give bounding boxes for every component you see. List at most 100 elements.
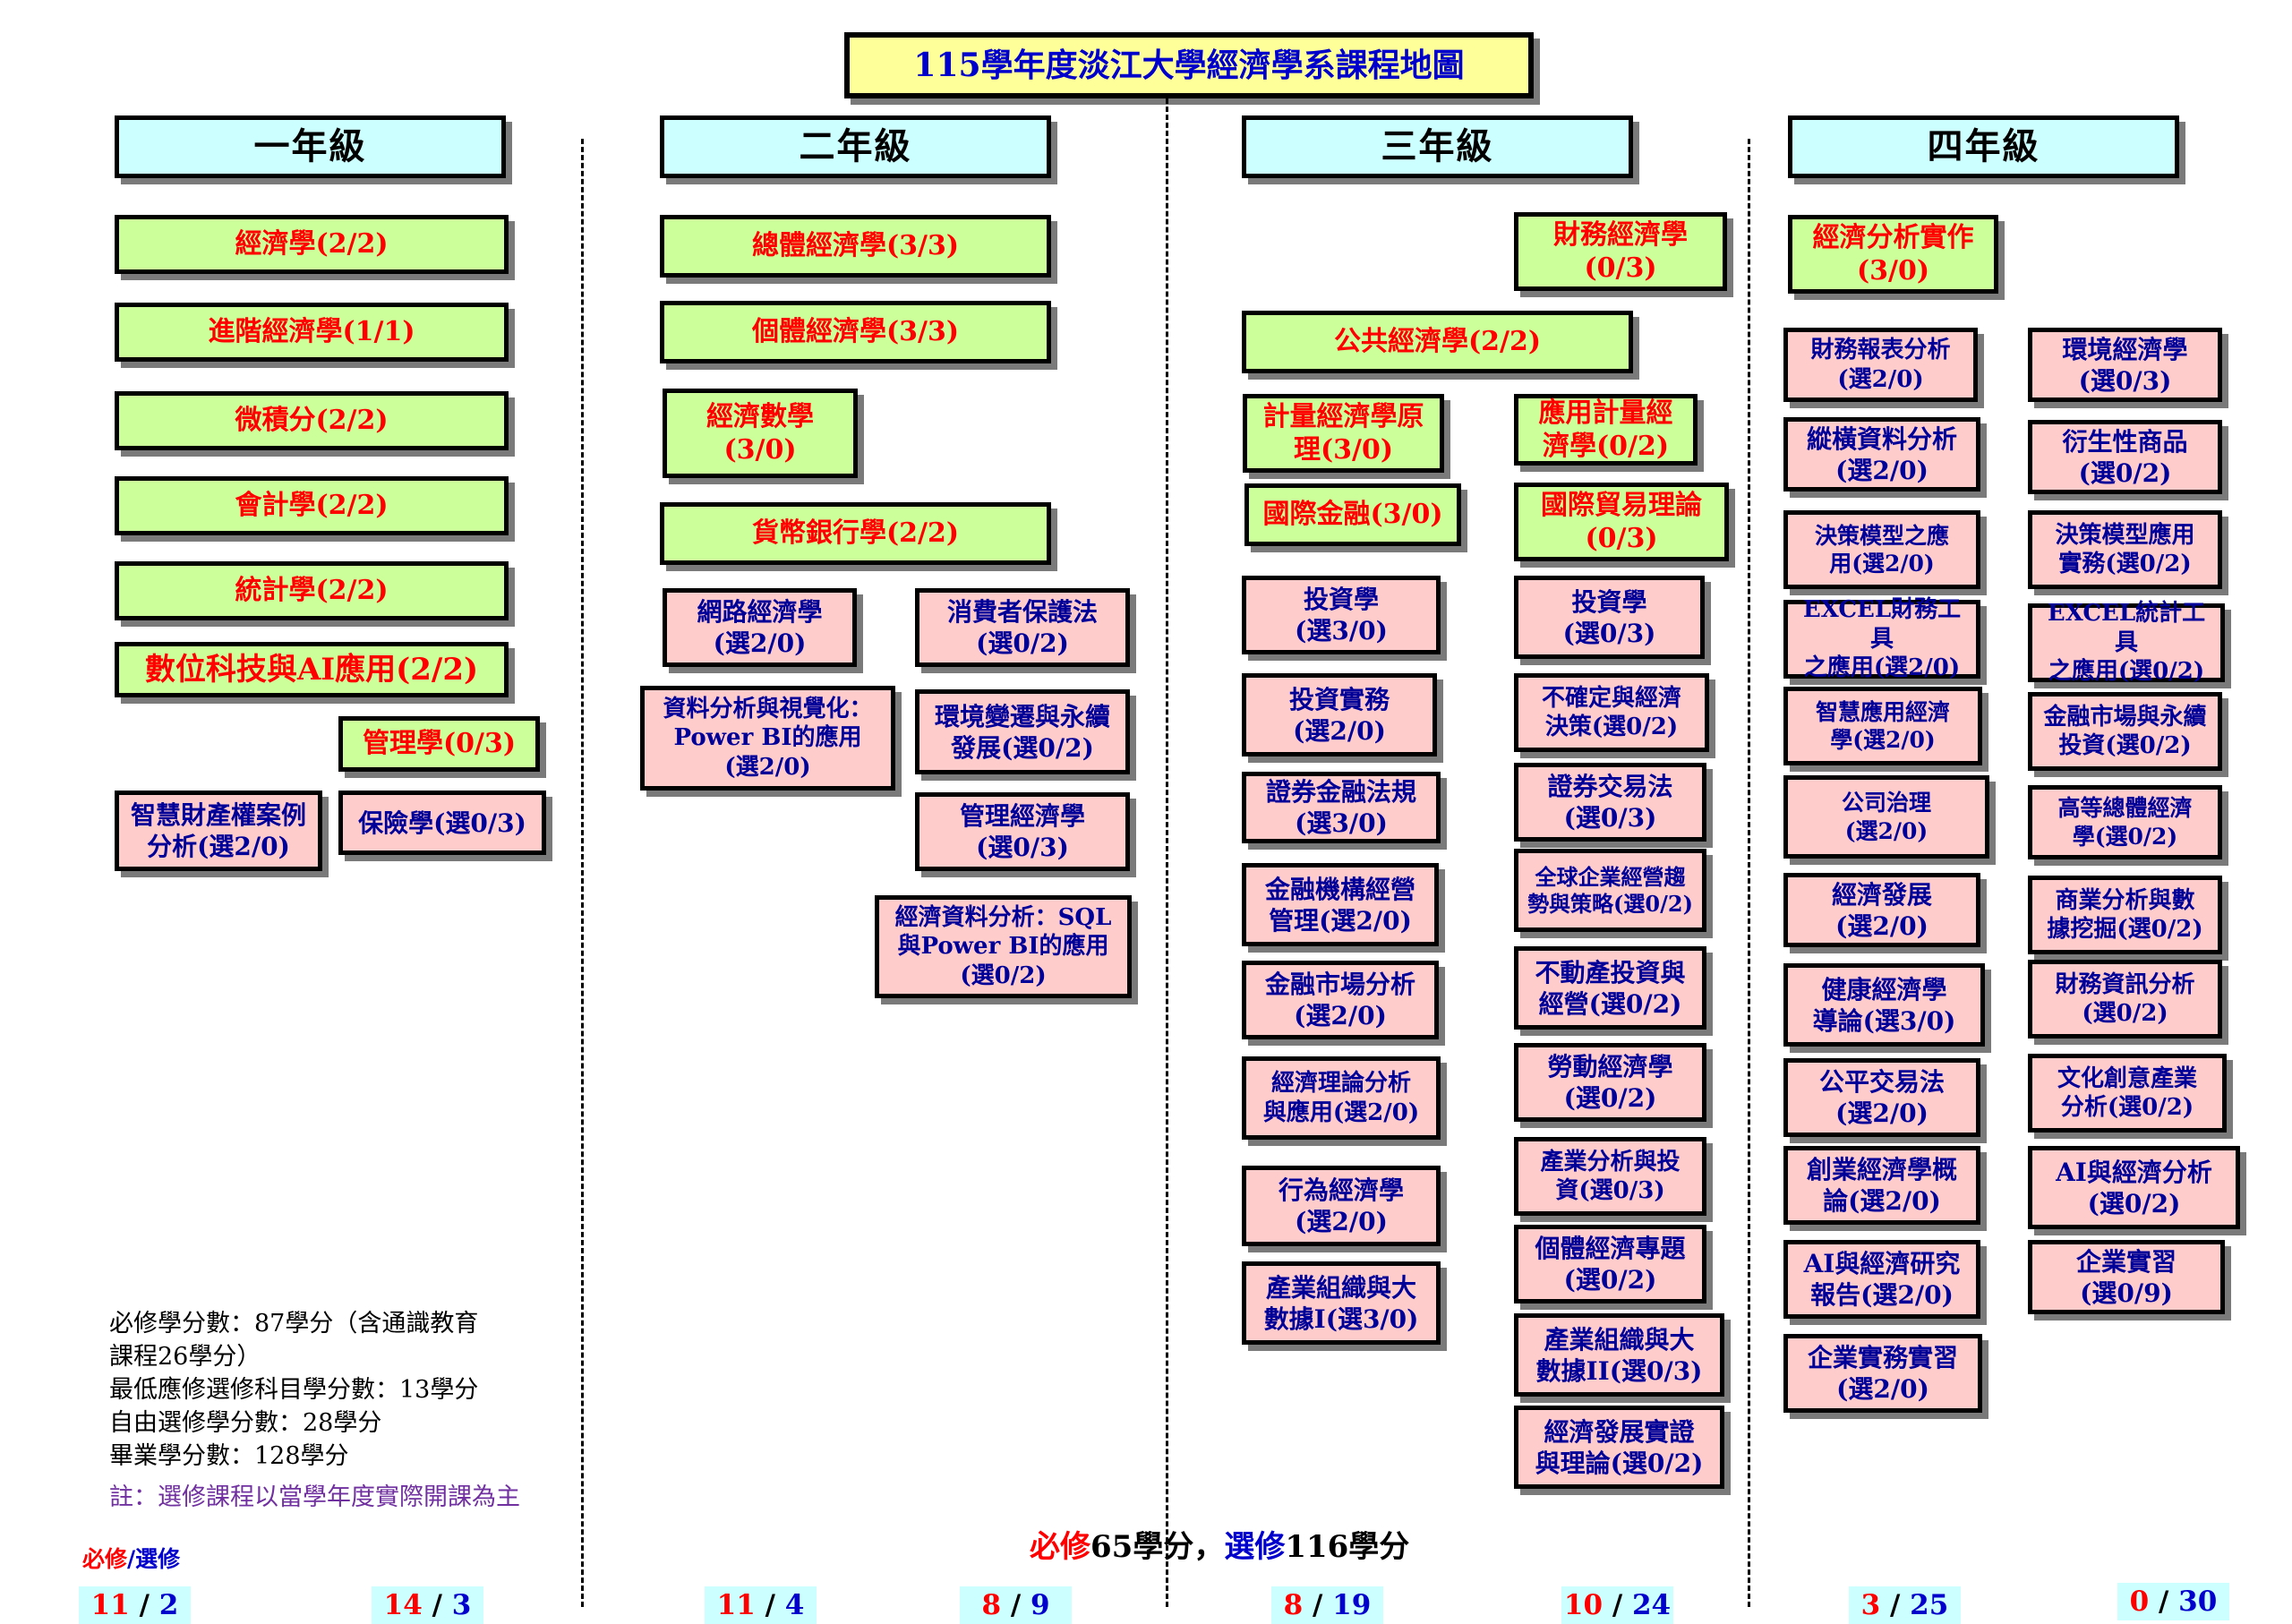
summary-required-label: 必修 bbox=[1030, 1529, 1090, 1565]
course-g3-behavioral: 行為經濟學 (選2/0) bbox=[1242, 1166, 1441, 1246]
course-g3-intl-trade: 國際貿易理論 (0/3) bbox=[1514, 483, 1729, 561]
tally-required: 8 bbox=[1283, 1589, 1304, 1621]
course-g3-real-estate: 不動產投資與 經營(選0/2) bbox=[1514, 946, 1706, 1030]
semester-tally: 14 / 3 bbox=[372, 1586, 483, 1624]
course-g3-econ-theory: 經濟理論分析 與應用(選2/0) bbox=[1242, 1056, 1441, 1140]
note-line: 自由選修學分數：28學分 bbox=[109, 1409, 382, 1437]
course-g3-invest-a: 投資學 (選3/0) bbox=[1242, 576, 1441, 654]
course-g3-micro-topics: 個體經濟專題 (選0/2) bbox=[1514, 1225, 1706, 1303]
legend-required: 必修 bbox=[82, 1546, 128, 1572]
course-g1-statistics: 統計學(2/2) bbox=[115, 561, 509, 620]
course-g1-smart-ip: 智慧財產權案例 分析(選2/0) bbox=[115, 791, 322, 871]
tally-required: 11 bbox=[716, 1589, 756, 1621]
tally-required: 10 bbox=[1563, 1589, 1604, 1621]
course-g4-internship-a: 企業實務實習 (選2/0) bbox=[1783, 1334, 1982, 1413]
legend-separator: / bbox=[127, 1546, 136, 1572]
course-g4-fin-info: 財務資訊分析 (選0/2) bbox=[2028, 960, 2222, 1039]
course-g4-development: 經濟發展 (選2/0) bbox=[1783, 873, 1980, 947]
course-g3-global-strategy: 全球企業經營趨 勢與策略(選0/2) bbox=[1514, 849, 1706, 932]
course-g3-io-bigdata-2: 產業組織與大 數據II(選0/3) bbox=[1514, 1313, 1724, 1397]
tally-required: 14 bbox=[383, 1589, 423, 1621]
column-divider-1 bbox=[581, 139, 584, 1607]
grade-header-3: 三年級 bbox=[1242, 115, 1633, 178]
course-g4-internship-b: 企業實習 (選0/9) bbox=[2028, 1240, 2225, 1314]
course-g4-decision-model: 決策模型之應 用(選2/0) bbox=[1783, 510, 1980, 589]
course-g3-public-econ: 公共經濟學(2/2) bbox=[1242, 311, 1633, 373]
note-line: 課程26學分） bbox=[109, 1343, 261, 1371]
credit-requirements: 必修學分數：87學分（含通識教育 課程26學分） 最低應修選修科目學分數：13學… bbox=[109, 1307, 478, 1473]
tally-required: 0 bbox=[2129, 1586, 2150, 1618]
course-g1-insurance: 保險學(選0/3) bbox=[338, 791, 546, 855]
course-g4-governance: 公司治理 (選2/0) bbox=[1783, 775, 1989, 859]
course-g4-derivatives: 衍生性商品 (選0/2) bbox=[2028, 420, 2222, 494]
grade-header-2: 二年級 bbox=[660, 115, 1051, 178]
course-g4-sustain-invest: 金融市場與永續 投資(選0/2) bbox=[2028, 692, 2222, 771]
course-g4-fair-trade: 公平交易法 (選2/0) bbox=[1783, 1058, 1980, 1137]
course-g3-applied-econometrics: 應用計量經 濟學(0/2) bbox=[1514, 394, 1698, 466]
tally-elective: 30 bbox=[2178, 1586, 2218, 1618]
course-g3-intl-finance: 國際金融(3/0) bbox=[1244, 483, 1461, 546]
legend-elective: 選修 bbox=[135, 1546, 181, 1572]
column-divider-2 bbox=[1166, 98, 1168, 1607]
semester-tally: 10 / 24 bbox=[1561, 1586, 1673, 1624]
course-g2-powerbi: 資料分析與視覺化： Power BI的應用 (選2/0) bbox=[640, 686, 895, 791]
course-g1-accounting: 會計學(2/2) bbox=[115, 476, 509, 535]
course-g3-econometrics: 計量經濟學原 理(3/0) bbox=[1243, 394, 1444, 473]
tally-elective: 3 bbox=[451, 1589, 472, 1621]
course-g1-adv-econ: 進階經濟學(1/1) bbox=[115, 303, 509, 362]
course-g3-labor: 勞動經濟學 (選0/2) bbox=[1514, 1043, 1706, 1122]
course-g3-dev-empirics: 經濟發展實證 與理論(選0/2) bbox=[1514, 1406, 1724, 1489]
course-g3-securities-law: 證券交易法 (選0/3) bbox=[1514, 763, 1706, 842]
course-g2-micro: 個體經濟學(3/3) bbox=[660, 301, 1051, 363]
course-g4-panel: 縱橫資料分析 (選2/0) bbox=[1783, 417, 1980, 491]
course-g4-fin-statement: 財務報表分析 (選2/0) bbox=[1783, 328, 1978, 402]
course-g4-env-econ: 環境經濟學 (選0/3) bbox=[2028, 328, 2222, 402]
course-g4-decision-practice: 決策模型應用 實務(選0/2) bbox=[2028, 510, 2222, 589]
course-g2-climate: 環境變遷與永續 發展(選0/2) bbox=[915, 689, 1130, 774]
course-g3-invest-b: 投資學 (選0/3) bbox=[1514, 576, 1705, 659]
summary-required-credits: 65學分 bbox=[1090, 1529, 1194, 1565]
tally-required: 3 bbox=[1860, 1589, 1881, 1621]
summary-elective-credits: 116學分 bbox=[1285, 1529, 1410, 1565]
note-line: 畢業學分數：128學分 bbox=[109, 1442, 349, 1470]
course-g1-calculus: 微積分(2/2) bbox=[115, 391, 509, 450]
course-g4-ai-econ: AI與經濟分析 (選0/2) bbox=[2028, 1146, 2240, 1229]
course-g4-econ-practice: 經濟分析實作 (3/0) bbox=[1788, 215, 1998, 294]
course-g2-macro: 總體經濟學(3/3) bbox=[660, 215, 1051, 278]
credit-summary: 必修65學分，選修116學分 bbox=[1030, 1522, 1410, 1566]
tally-elective: 19 bbox=[1332, 1589, 1372, 1621]
course-g3-industry-invest: 產業分析與投 資(選0/3) bbox=[1514, 1137, 1706, 1216]
course-g4-ai-report: AI與經濟研究 報告(選2/0) bbox=[1783, 1240, 1980, 1319]
course-g4-entrepreneur: 創業經濟學概 論(選2/0) bbox=[1783, 1146, 1980, 1225]
tally-required: 8 bbox=[981, 1589, 1002, 1621]
tally-elective: 24 bbox=[1631, 1589, 1672, 1621]
column-divider-3 bbox=[1748, 139, 1750, 1607]
note-line: 最低應修選修科目學分數：13學分 bbox=[109, 1376, 479, 1404]
course-g2-mgmt-econ: 管理經濟學 (選0/3) bbox=[915, 792, 1130, 871]
course-g3-securities-reg: 證券金融法規 (選3/0) bbox=[1242, 772, 1441, 843]
course-g1-digital-ai: 數位科技與AI應用(2/2) bbox=[115, 642, 509, 697]
page-title: 115學年度淡江大學經濟學系課程地圖 bbox=[844, 32, 1534, 98]
course-g4-excel-fin: EXCEL財務工具 之應用(選2/0) bbox=[1783, 596, 1980, 681]
course-g3-fin-econ: 財務經濟學 (0/3) bbox=[1514, 212, 1727, 291]
legend: 必修/選修 bbox=[82, 1542, 180, 1574]
course-g3-fin-inst: 金融機構經營 管理(選2/0) bbox=[1242, 863, 1439, 946]
course-g3-uncertainty: 不確定與經濟 決策(選0/2) bbox=[1514, 673, 1709, 752]
course-g4-smart-app: 智慧應用經濟 學(選2/0) bbox=[1783, 687, 1982, 765]
course-g3-io-bigdata-1: 產業組織與大 數據I(選3/0) bbox=[1242, 1261, 1441, 1345]
tally-elective: 9 bbox=[1030, 1589, 1050, 1621]
grade-header-4: 四年級 bbox=[1788, 115, 2179, 178]
semester-tally: 0 / 30 bbox=[2117, 1583, 2229, 1620]
course-g4-cultural: 文化創意產業 分析(選0/2) bbox=[2028, 1054, 2227, 1133]
tally-required: 11 bbox=[90, 1589, 130, 1621]
course-g1-econ: 經濟學(2/2) bbox=[115, 215, 509, 274]
summary-separator: ， bbox=[1193, 1529, 1225, 1565]
tally-elective: 4 bbox=[784, 1589, 805, 1621]
tally-elective: 25 bbox=[1910, 1589, 1949, 1621]
course-g2-sql: 經濟資料分析：SQL 與Power BI的應用 (選0/2) bbox=[875, 895, 1132, 998]
course-g2-consumer-law: 消費者保護法 (選0/2) bbox=[915, 588, 1130, 667]
summary-elective-label: 選修 bbox=[1224, 1529, 1286, 1565]
elective-remark: 註：選修課程以當學年度實際開課為主 bbox=[109, 1483, 520, 1511]
note-line: 必修學分數：87學分（含通識教育 bbox=[109, 1310, 479, 1338]
semester-tally: 11 / 4 bbox=[705, 1586, 817, 1624]
